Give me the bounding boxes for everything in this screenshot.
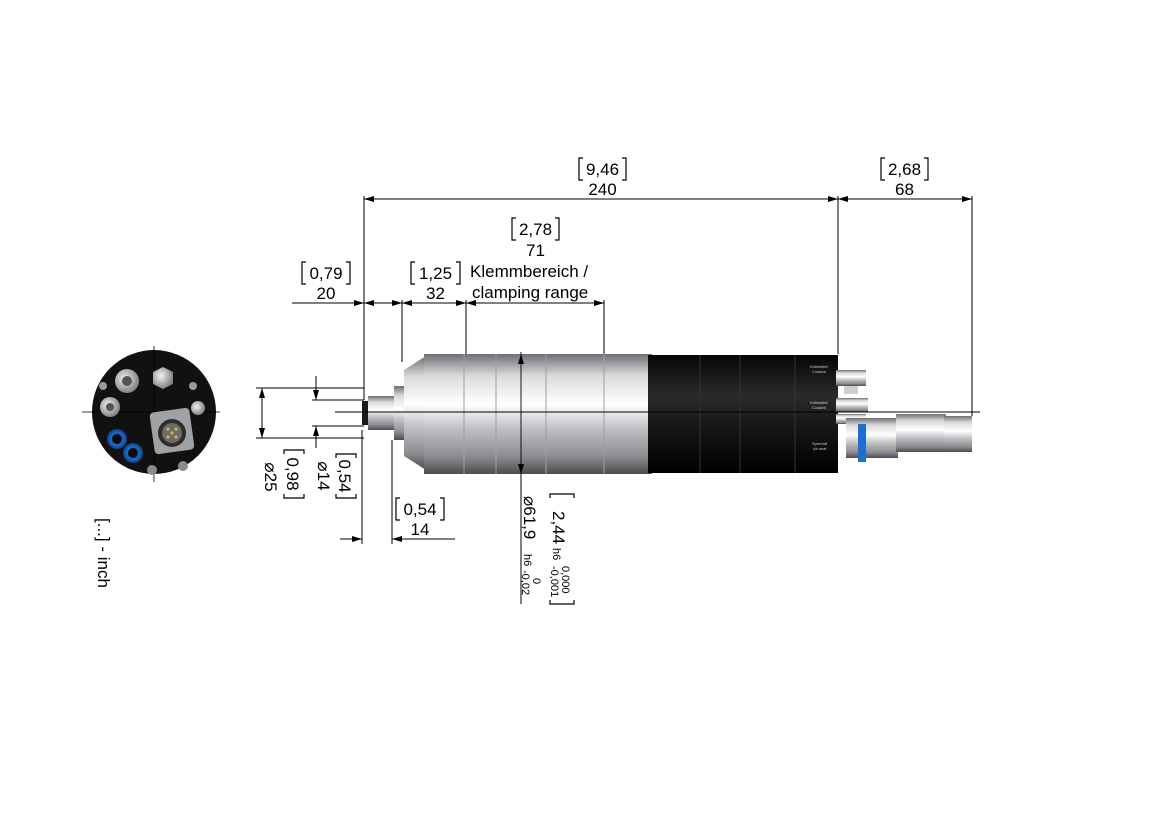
connector-length-inch: 2,68 (888, 160, 921, 179)
electrical-connector (149, 407, 195, 455)
collet-diameter-mm: ⌀14 (314, 461, 333, 490)
dim-clamp-offset: 1,25 32 (402, 261, 466, 306)
body-diameter-mm: ⌀61,9 (520, 496, 539, 539)
body-diameter-mm-fit: h6 (521, 554, 533, 566)
clamping-label-de: Klemmbereich / (470, 262, 588, 281)
coolant-fitting-2 (836, 398, 868, 412)
dim-collet-length: 0,54 14 (340, 430, 455, 544)
clamping-inch: 2,78 (519, 220, 552, 239)
body-diameter-mm-tol-upper: 0 (530, 578, 542, 584)
unit-note: [...] - inch (94, 518, 113, 588)
hex-fitting-2 (100, 397, 120, 417)
nose-length-inch: 0,79 (309, 264, 342, 283)
housing-label-airseal-b: Air seal (813, 446, 826, 451)
screw-icon (147, 465, 157, 475)
blue-fitting-icon (107, 429, 127, 449)
dim-total-length: 9,46 240 (363, 157, 839, 400)
end-view (82, 346, 220, 482)
blue-fitting-icon (123, 443, 143, 463)
screw-icon (178, 461, 188, 471)
screw-icon (191, 401, 205, 415)
body-diameter-mm-tol-lower: -0,02 (519, 570, 531, 595)
housing-label-airseal: Sperrluft (812, 441, 828, 446)
dim-nose-length: 0,79 20 (292, 261, 412, 362)
blue-ring (858, 424, 866, 462)
housing-label-coolant-1b: Coolant (812, 369, 827, 374)
motor-housing (648, 355, 838, 473)
plug-fitting (153, 367, 173, 389)
clamp-offset-mm: 32 (426, 284, 445, 303)
nose-collar (394, 386, 406, 440)
collet-length-mm: 14 (411, 520, 430, 539)
dim-clamping-range: 2,78 71 Klemmbereich / clamping range (465, 217, 605, 354)
screw-icon (99, 382, 107, 390)
clamping-label-en: clamping range (472, 283, 588, 302)
total-length-mm: 240 (588, 180, 616, 199)
body-diameter-inch-tol-lower: -0,001 (548, 566, 560, 597)
total-length-inch: 9,46 (586, 160, 619, 179)
collet-tip (362, 401, 372, 425)
connector-plug (846, 418, 898, 458)
body-diameter-inch-tol-upper: 0,000 (559, 566, 571, 594)
coolant-fitting-1 (836, 370, 866, 386)
clamping-mm: 71 (526, 241, 545, 260)
housing-label-coolant-2b: Coolant (812, 405, 827, 410)
side-view: Kühlmittel Coolant Kühlmittel Coolant Sp… (335, 352, 980, 476)
body-diameter-inch: 2,44 (549, 511, 568, 544)
dim-nose-diameter: 0,98 ⌀25 (256, 387, 364, 499)
dim-body-diameter: 2,44 h6 0,000 -0,001 ⌀61,9 h6 0 -0,02 (518, 354, 575, 605)
connector-sleeve (896, 414, 946, 452)
collet-diameter-inch: 0,54 (335, 459, 354, 492)
collet-length-inch: 0,54 (403, 500, 436, 519)
nose-cone (404, 356, 426, 470)
body-diameter-inch-fit: h6 (550, 548, 562, 560)
connector-end (944, 416, 972, 452)
nose-diameter-mm: ⌀25 (261, 462, 280, 491)
spindle-body (424, 354, 652, 474)
connector-length-mm: 68 (895, 180, 914, 199)
housing-label-coolant-2: Kühlmittel (810, 400, 828, 405)
nose-diameter-inch: 0,98 (283, 457, 302, 490)
nose-length-mm: 20 (317, 284, 336, 303)
collet-nut (368, 396, 396, 430)
hex-fitting (115, 369, 139, 393)
housing-label-coolant-1: Kühlmittel (810, 364, 828, 369)
dim-collet-diameter: 0,54 ⌀14 (312, 376, 364, 499)
dim-connector-length: 2,68 68 (838, 157, 973, 416)
screw-icon (189, 382, 197, 390)
clamp-offset-inch: 1,25 (419, 264, 452, 283)
